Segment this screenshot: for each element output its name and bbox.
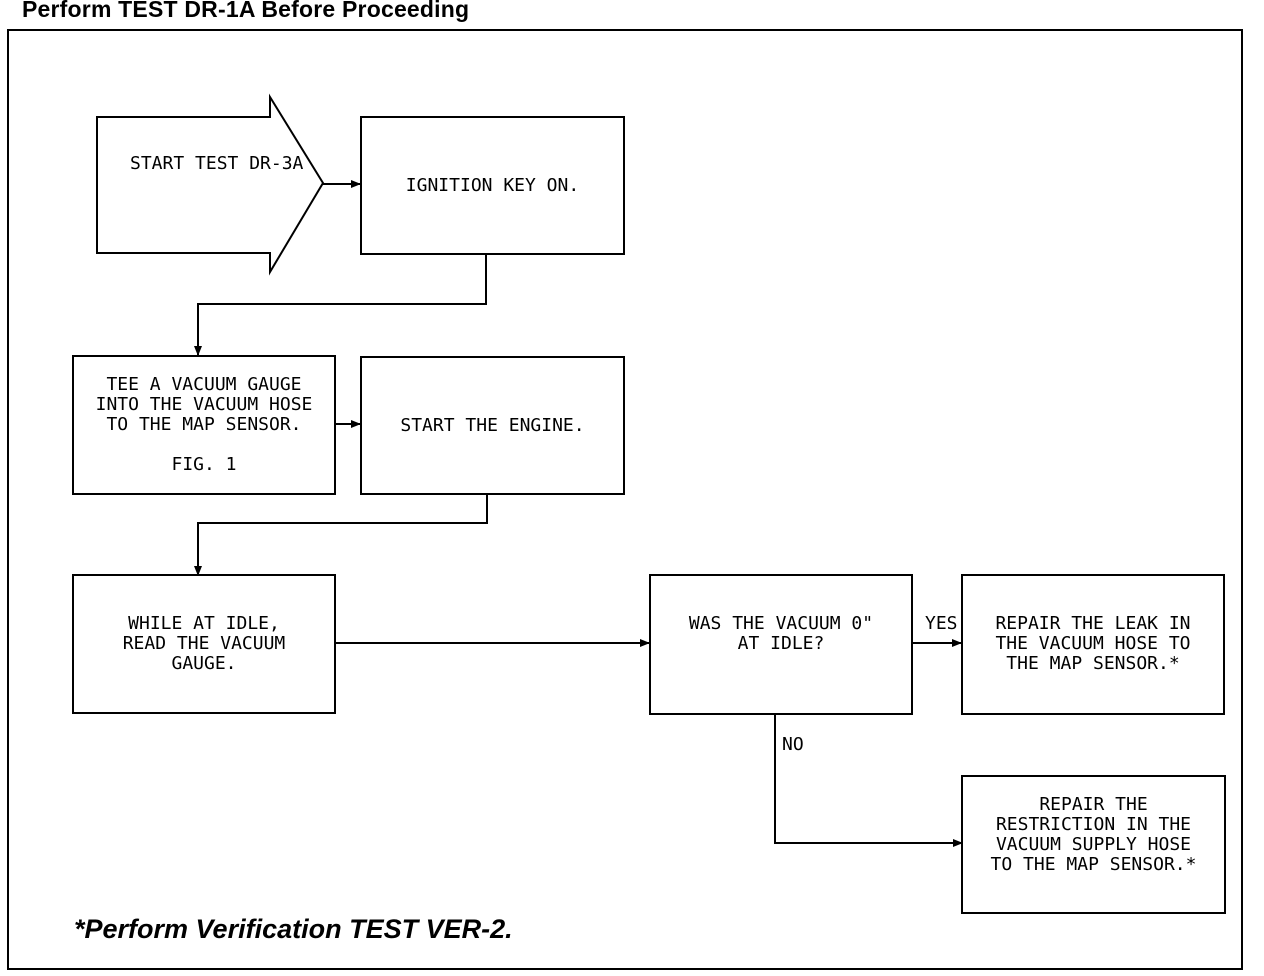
box-repair-leak-text: REPAIR THE LEAK IN THE VACUUM HOSE TO TH…	[995, 613, 1191, 674]
label-yes: YES	[925, 613, 958, 634]
start-test-label: START TEST DR-3A	[130, 153, 304, 174]
box-tee-vacuum-gauge: TEE A VACUUM GAUGE INTO THE VACUUM HOSE …	[72, 355, 336, 495]
box-repair-restriction: REPAIR THE RESTRICTION IN THE VACUUM SUP…	[961, 775, 1226, 914]
box-start-engine: START THE ENGINE.	[360, 356, 625, 495]
verification-note: *Perform Verification TEST VER-2.	[74, 914, 513, 944]
box-start-engine-text: START THE ENGINE.	[400, 414, 585, 436]
diagram-frame	[7, 29, 1243, 970]
box-read-vacuum-gauge-text: WHILE AT IDLE, READ THE VACUUM GAUGE.	[122, 613, 286, 674]
box-read-vacuum-gauge: WHILE AT IDLE, READ THE VACUUM GAUGE.	[72, 574, 336, 714]
connector-engine-to-read	[194, 494, 488, 576]
box-ignition-key-on: IGNITION KEY ON.	[360, 116, 625, 255]
box-repair-restriction-text: REPAIR THE RESTRICTION IN THE VACUUM SUP…	[990, 794, 1197, 875]
box-tee-vacuum-gauge-text: TEE A VACUUM GAUGE INTO THE VACUUM HOSE …	[95, 374, 313, 475]
page-title: Perform TEST DR-1A Before Proceeding	[22, 0, 470, 22]
box-repair-leak: REPAIR THE LEAK IN THE VACUUM HOSE TO TH…	[961, 574, 1225, 715]
box-decision-vacuum: WAS THE VACUUM 0" AT IDLE?	[649, 574, 913, 715]
start-arrow-shape	[96, 93, 325, 276]
label-no: NO	[782, 734, 804, 755]
box-ignition-key-on-text: IGNITION KEY ON.	[405, 174, 580, 196]
connector-ignition-to-tee	[194, 254, 487, 356]
connector-no	[774, 714, 963, 847]
box-decision-vacuum-text: WAS THE VACUUM 0" AT IDLE?	[688, 613, 874, 654]
